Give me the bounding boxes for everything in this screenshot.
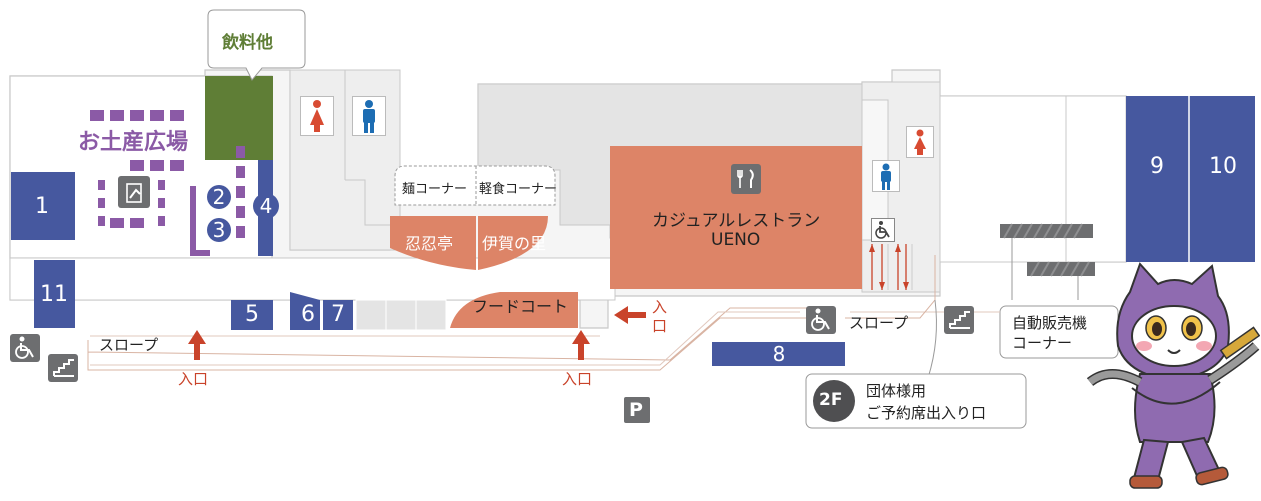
- entrance-label-right-2: 口: [652, 317, 668, 335]
- entrance-arrow-center: [572, 330, 590, 360]
- shop-label-11[interactable]: 11: [40, 282, 68, 307]
- shop-label-5[interactable]: 5: [245, 302, 259, 327]
- ninninntei-area: [390, 216, 476, 270]
- ninninntei-label[interactable]: 忍忍亭: [405, 234, 454, 253]
- food-court-area: [450, 292, 578, 328]
- entrance-label-right-1: 入: [652, 298, 668, 316]
- shop-label-3[interactable]: 3: [212, 218, 226, 242]
- parking-label: P: [629, 399, 643, 421]
- shop-2-marker: [207, 185, 231, 209]
- shop-8-block: [712, 342, 845, 366]
- food-court-label[interactable]: フードコート: [472, 297, 569, 316]
- shop-4-marker: [253, 193, 279, 219]
- shop-label-7[interactable]: 7: [331, 302, 345, 327]
- floor-2f-badge: [813, 380, 855, 422]
- entrance-arrow-left: [188, 330, 206, 360]
- male-restroom-icon: [352, 96, 386, 136]
- iga-no-sato-area: [478, 216, 548, 270]
- ninja-mascot: [1070, 262, 1261, 497]
- casual-restaurant-label[interactable]: カジュアルレストラン: [652, 211, 821, 231]
- shop-9-block: [1126, 96, 1189, 262]
- shop-label-6[interactable]: 6: [301, 302, 315, 327]
- group-entrance-line1: 団体様用: [866, 382, 927, 400]
- group-entrance-callout: [805, 373, 1027, 429]
- drinks-label: 飲料他: [222, 33, 273, 53]
- shop-label-1[interactable]: 1: [35, 194, 49, 219]
- entrance-arrow-right: [614, 306, 646, 324]
- stairs-icon-right: [944, 306, 974, 334]
- shop-5-block: [231, 300, 273, 330]
- wheelchair-icon-left: [10, 334, 40, 362]
- slope-path: [87, 307, 808, 371]
- shop-11-block: [34, 260, 75, 328]
- vending-label-line2: コーナー: [1012, 334, 1073, 352]
- shop-7-block: [323, 300, 353, 330]
- shop-6-block: [290, 292, 320, 330]
- shop-1-block: [11, 172, 75, 240]
- floor-2f-label: 2F: [819, 390, 843, 410]
- shop-label-9[interactable]: 9: [1150, 154, 1164, 179]
- entrance-label-center: 入口: [562, 370, 593, 388]
- restaurant-name-label[interactable]: UENO: [711, 230, 761, 250]
- slope-right-label: スロープ: [849, 314, 909, 332]
- noodle-corner-label: 麺コーナー: [402, 182, 468, 197]
- snack-corner-label: 軽食コーナー: [479, 182, 558, 197]
- vending-label-line1: 自動販売機: [1012, 314, 1088, 332]
- group-entrance-line2: ご予約席出入り口: [866, 404, 987, 422]
- shop-label-8[interactable]: 8: [772, 342, 786, 366]
- entrance-label-left: 入口: [178, 370, 209, 388]
- shop-label-10[interactable]: 10: [1209, 154, 1237, 179]
- gift-icon: [118, 176, 150, 208]
- stairs-icon-left: [48, 354, 78, 382]
- cutlery-icon: [731, 164, 761, 194]
- drinks-callout: [207, 9, 306, 81]
- shop-10-block: [1189, 96, 1255, 262]
- female-restroom-icon: [300, 96, 334, 136]
- female-restroom-icon-right: [906, 126, 934, 158]
- shop-3-marker: [207, 218, 231, 242]
- male-restroom-icon-right: [872, 160, 900, 192]
- wheelchair-icon-right: [806, 306, 836, 334]
- shop-label-2[interactable]: 2: [212, 185, 226, 209]
- iga-no-sato-label[interactable]: 伊賀の里: [482, 234, 547, 253]
- shop-label-4[interactable]: 4: [259, 194, 273, 218]
- souvenir-plaza-label[interactable]: お土産広場: [78, 130, 189, 155]
- parking-sign: [624, 397, 650, 423]
- slope-left-label: スロープ: [99, 336, 159, 354]
- wheelchair-icon-restroom: [871, 218, 895, 242]
